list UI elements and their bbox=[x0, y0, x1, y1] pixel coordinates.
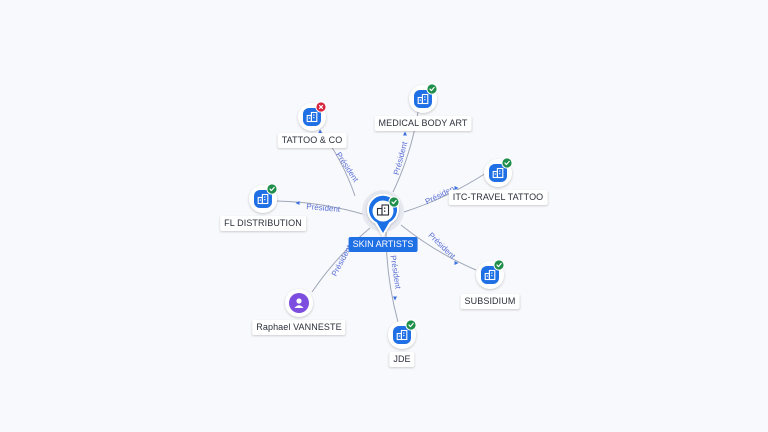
nodes-layer bbox=[249, 83, 513, 349]
status-active-icon bbox=[405, 319, 417, 331]
edge-arrow-medical-body-art bbox=[403, 131, 407, 136]
edge-fl-distribution bbox=[276, 200, 367, 216]
building-icon bbox=[376, 204, 390, 216]
person-icon bbox=[294, 298, 304, 308]
edge-subsidium bbox=[400, 224, 477, 271]
node-label-itc-travel-tattoo[interactable]: ITC-TRAVEL TATTOO bbox=[448, 190, 548, 205]
status-active-icon bbox=[426, 83, 438, 95]
node-fl-distribution[interactable] bbox=[249, 183, 278, 213]
edge-arrow-fl-distribution bbox=[295, 201, 300, 205]
edges-layer: PrésidentPrésidentPrésidentPrésidentPrés… bbox=[0, 0, 487, 323]
edge-label-itc-travel-tattoo: Président bbox=[0, 0, 456, 206]
edge-label-tattoo-co: Président bbox=[334, 151, 361, 185]
node-label-subsidium[interactable]: SUBSIDIUM bbox=[460, 294, 520, 309]
edge-arrow-subsidium bbox=[454, 261, 459, 265]
status-active-icon bbox=[266, 183, 278, 195]
node-medical-body-art[interactable] bbox=[409, 83, 438, 113]
node-label-jde[interactable]: JDE bbox=[389, 352, 415, 367]
center-node-label[interactable]: SKIN ARTISTS bbox=[348, 237, 418, 252]
node-raphael-vanneste[interactable] bbox=[285, 289, 313, 317]
edge-itc-travel-tattoo bbox=[403, 172, 487, 213]
node-label-fl-distribution[interactable]: FL DISTRIBUTION bbox=[220, 216, 306, 231]
center-node[interactable] bbox=[362, 190, 404, 237]
node-jde[interactable] bbox=[388, 319, 417, 349]
status-active-icon bbox=[493, 259, 505, 271]
edge-arrow-tattoo-co bbox=[318, 129, 322, 134]
status-closed-icon bbox=[315, 101, 327, 113]
node-tattoo-co[interactable] bbox=[298, 101, 327, 131]
edge-label-fl-distribution: Président bbox=[306, 202, 341, 214]
node-label-raphael-vanneste[interactable]: Raphael VANNESTE bbox=[252, 320, 346, 335]
node-label-tattoo-co[interactable]: TATTOO & CO bbox=[277, 133, 347, 148]
node-label-medical-body-art[interactable]: MEDICAL BODY ART bbox=[374, 116, 472, 131]
edge-arrow-jde bbox=[393, 296, 397, 301]
edge-arrow-itc-travel-tattoo bbox=[454, 186, 459, 190]
status-active-icon bbox=[388, 196, 400, 208]
edge-raphael-vanneste bbox=[311, 227, 371, 293]
node-subsidium[interactable] bbox=[476, 259, 505, 289]
node-itc-travel-tattoo[interactable] bbox=[484, 157, 513, 187]
status-active-icon bbox=[501, 157, 513, 169]
